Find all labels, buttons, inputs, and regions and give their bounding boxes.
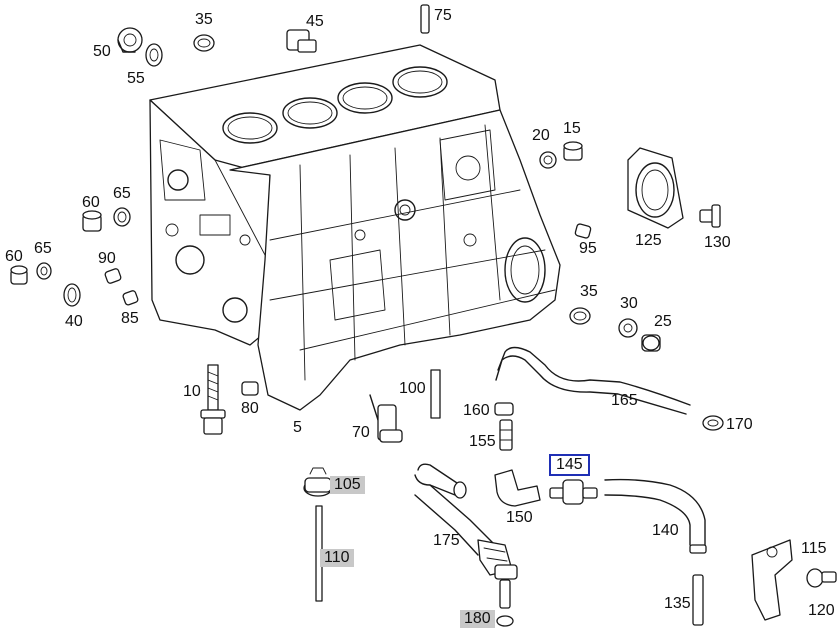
ring-65b — [36, 262, 52, 280]
callout-45[interactable]: 45 — [306, 13, 324, 30]
callout-155[interactable]: 155 — [469, 433, 496, 450]
callout-125[interactable]: 125 — [635, 232, 662, 249]
callout-20[interactable]: 20 — [532, 127, 550, 144]
callout-35b[interactable]: 35 — [580, 283, 598, 300]
clip-160 — [494, 402, 514, 416]
callout-30[interactable]: 30 — [620, 295, 638, 312]
sleeve-45 — [286, 29, 317, 53]
plug-85 — [122, 290, 139, 306]
ring-40 — [63, 283, 81, 307]
ring-35b — [569, 307, 591, 325]
seal-carrier-125 — [627, 147, 684, 229]
nipple-155 — [499, 419, 513, 451]
filter-175 — [477, 539, 518, 580]
callout-70[interactable]: 70 — [352, 424, 370, 441]
callout-25[interactable]: 25 — [654, 313, 672, 330]
callout-140[interactable]: 140 — [652, 522, 679, 539]
pin-75 — [420, 4, 430, 34]
crankcase — [149, 44, 561, 411]
callout-115[interactable]: 115 — [801, 540, 827, 557]
ring-180 — [496, 615, 514, 627]
sensor-70 — [369, 394, 403, 443]
callout-60b[interactable]: 60 — [5, 248, 23, 265]
callout-110[interactable]: 110 — [320, 549, 354, 567]
callout-135[interactable]: 135 — [664, 595, 691, 612]
plug-60b — [10, 265, 28, 285]
plug-95 — [574, 223, 592, 239]
callout-80[interactable]: 80 — [241, 400, 259, 417]
callout-90[interactable]: 90 — [98, 250, 116, 267]
bolt-10 — [200, 364, 226, 435]
callout-5[interactable]: 5 — [293, 419, 302, 436]
ring-30 — [618, 318, 638, 338]
hose-175 — [414, 463, 461, 496]
callout-75[interactable]: 75 — [434, 7, 452, 24]
callout-165[interactable]: 165 — [611, 392, 638, 409]
callout-85[interactable]: 85 — [121, 310, 139, 327]
dipstick-cap-105 — [303, 467, 333, 497]
callout-145-selected[interactable]: 145 — [549, 454, 590, 476]
pipe-165 — [497, 346, 691, 406]
callout-160[interactable]: 160 — [463, 402, 490, 419]
callout-95[interactable]: 95 — [579, 240, 597, 257]
callout-10[interactable]: 10 — [183, 383, 201, 400]
ring-35a — [193, 34, 215, 52]
plug-90 — [104, 268, 122, 284]
callout-35a[interactable]: 35 — [195, 11, 213, 28]
bracket-115 — [751, 539, 793, 621]
plug-80 — [241, 381, 259, 396]
callout-100[interactable]: 100 — [399, 380, 426, 397]
callout-60a[interactable]: 60 — [82, 194, 100, 211]
ring-65a — [113, 207, 131, 227]
clamp-170 — [702, 415, 724, 431]
callout-170[interactable]: 170 — [726, 416, 753, 433]
callout-65b[interactable]: 65 — [34, 240, 52, 257]
callout-175[interactable]: 175 — [433, 532, 460, 549]
callout-55[interactable]: 55 — [127, 70, 145, 87]
plug-50 — [117, 27, 143, 53]
plug-20 — [539, 151, 557, 169]
hose-140 — [604, 478, 706, 546]
callout-40[interactable]: 40 — [65, 313, 83, 330]
ring-55 — [145, 43, 163, 67]
bolt-120 — [806, 568, 837, 588]
callout-180[interactable]: 180 — [460, 610, 495, 628]
callout-50[interactable]: 50 — [93, 43, 111, 60]
hose-150 — [494, 469, 541, 507]
pipe-135 — [692, 574, 704, 626]
bolt-130 — [699, 204, 721, 228]
callout-130[interactable]: 130 — [704, 234, 731, 251]
callout-105[interactable]: 105 — [330, 476, 365, 494]
plug-25 — [641, 334, 661, 352]
pin-100 — [430, 369, 441, 419]
callout-120[interactable]: 120 — [808, 602, 835, 619]
callout-65a[interactable]: 65 — [113, 185, 131, 202]
callout-150[interactable]: 150 — [506, 509, 533, 526]
plug-60a — [82, 210, 102, 232]
plug-15 — [563, 141, 583, 161]
valve-145 — [549, 479, 598, 505]
callout-15[interactable]: 15 — [563, 120, 581, 137]
